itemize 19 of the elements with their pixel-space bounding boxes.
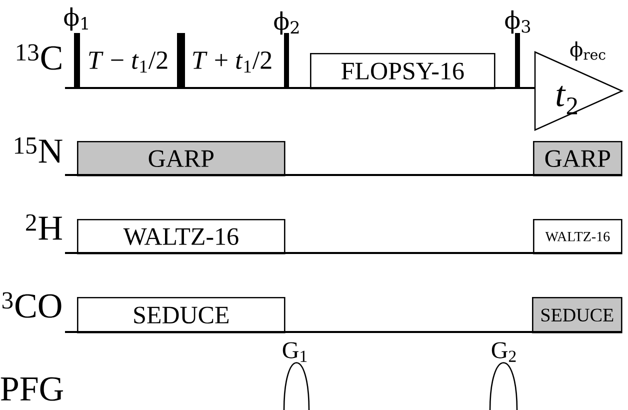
channel-label: $^{2}$H bbox=[26, 214, 62, 240]
channel-label: PFG bbox=[0, 377, 63, 401]
delay-label: T − t$_{1}$/2 bbox=[89, 52, 168, 72]
phase-label: ϕ$_{1}$ bbox=[64, 7, 88, 31]
channel-label: $^{15}$N bbox=[15, 137, 62, 163]
gradient-label: G$_{1}$ bbox=[282, 342, 307, 362]
channel-label: $^{13}$C bbox=[16, 44, 62, 70]
gradient-label: G$_{2}$ bbox=[492, 342, 516, 362]
pulse-block: SEDUCE bbox=[532, 297, 622, 334]
pulse-block: WALTZ-16 bbox=[77, 219, 286, 254]
pulse-block: SEDUCE bbox=[77, 297, 286, 334]
delay-label: T + t$_{1}$/2 bbox=[193, 52, 272, 72]
channel-label: $^{3}$CO bbox=[2, 292, 62, 318]
phase-label: ϕ$_{3}$ bbox=[505, 10, 530, 34]
pulse-block: FLOPSY-16 bbox=[310, 53, 496, 90]
pulse-block: GARP bbox=[77, 141, 286, 176]
pulse-block: GARP bbox=[533, 141, 622, 176]
pulse-block: WALTZ-16 bbox=[533, 219, 622, 254]
phase-label: ϕ$_{2}$ bbox=[274, 11, 299, 35]
